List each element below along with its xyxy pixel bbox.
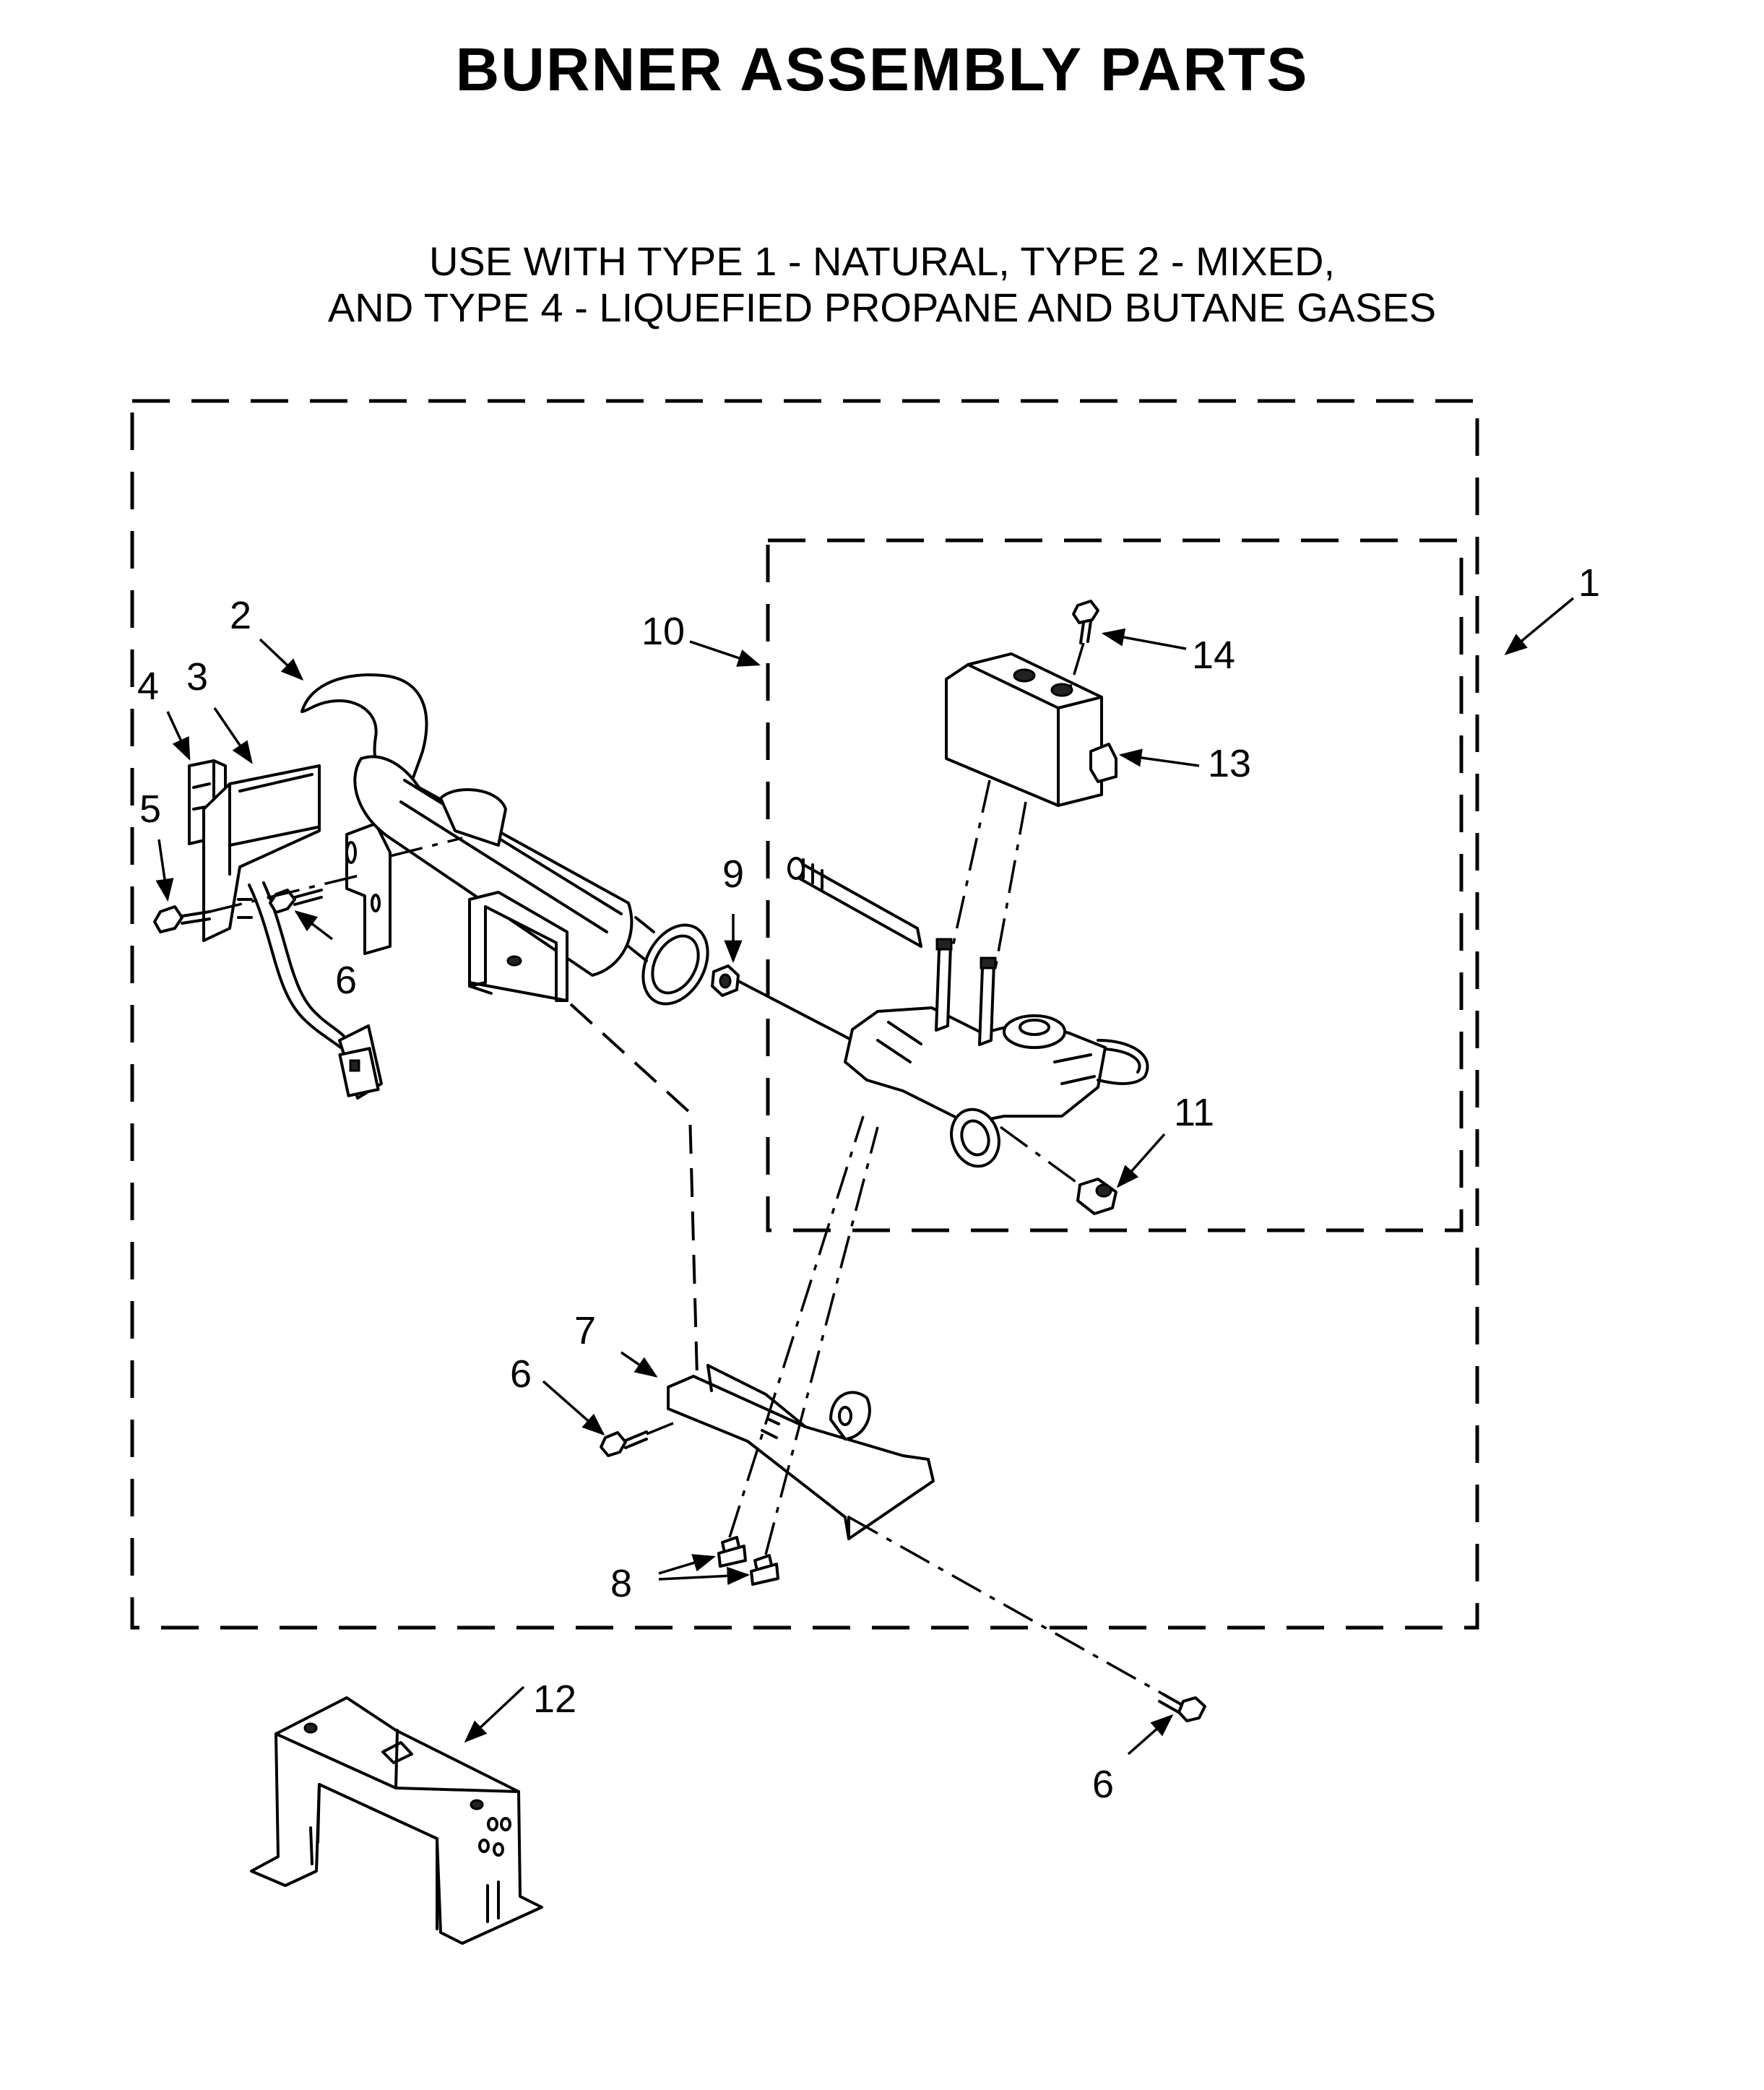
coil-screw [1072, 600, 1099, 644]
bracket-screw-8a [717, 1536, 747, 1568]
orifice-nut [711, 964, 740, 997]
inner-assembly-boundary [766, 538, 1463, 1232]
bracket-screw-left [600, 1430, 648, 1457]
screw-left-6 [269, 889, 323, 914]
bracket-screw-right-line [848, 1516, 1164, 1696]
callout-2: 2 [230, 594, 251, 637]
outer-assembly-boundary [130, 399, 1479, 1630]
callout-leaders [155, 597, 1575, 1756]
coil-post-line-a [951, 780, 991, 951]
coil-alignment-line [1069, 642, 1085, 687]
callout-6-bracket: 6 [510, 1352, 532, 1396]
callout-6-right: 6 [1092, 1763, 1114, 1806]
subtitle-line-2: AND TYPE 4 - LIQUEFIED PROPANE AND BUTAN… [327, 285, 1437, 330]
bracket-screw-line [646, 1422, 674, 1435]
plug-alignment-line [999, 1126, 1081, 1186]
bracket-screw-8b [750, 1554, 779, 1586]
valve-coil [945, 652, 1117, 807]
subtitle-line-1: USE WITH TYPE 1 - NATURAL, TYPE 2 - MIXE… [428, 238, 1335, 284]
gas-line [737, 980, 854, 1042]
ignitor-wire-harness [248, 881, 383, 1100]
burner-support-bracket [250, 1696, 543, 1945]
tube-alignment-line [389, 837, 463, 858]
burner-mounting-bracket [667, 1364, 935, 1540]
screw-left-5 [153, 905, 211, 933]
bracket-screw-right [1158, 1693, 1206, 1722]
burner-tube [301, 673, 709, 1006]
callout-10: 10 [641, 610, 685, 653]
callout-7: 7 [574, 1309, 596, 1352]
callout-14: 14 [1192, 634, 1235, 677]
callout-5: 5 [139, 787, 161, 831]
callout-13: 13 [1208, 742, 1251, 785]
valve-plug [1076, 1178, 1117, 1215]
callout-1: 1 [1578, 561, 1600, 605]
flame-sensor [202, 764, 321, 942]
callout-3: 3 [186, 655, 208, 699]
gas-valve [787, 857, 1149, 1168]
callout-8: 8 [610, 1562, 632, 1605]
screw-8a-line [728, 1115, 865, 1538]
callout-11: 11 [1174, 1091, 1214, 1134]
screw-8b-line [764, 1126, 879, 1555]
callout-4: 4 [137, 665, 159, 708]
callout-9: 9 [722, 852, 744, 896]
screw-alignment-line-left [209, 873, 366, 913]
ignitor [468, 891, 568, 1002]
page-title: BURNER ASSEMBLY PARTS [455, 35, 1309, 103]
callout-6-left: 6 [335, 959, 357, 1002]
ignitor-bracket [345, 822, 392, 955]
subtitle: USE WITH TYPE 1 - NATURAL, TYPE 2 - MIXE… [0, 238, 1764, 331]
ignitor-to-bracket-line [569, 1003, 699, 1377]
coil-post-line-b [994, 801, 1027, 969]
callout-12: 12 [533, 1677, 576, 1721]
